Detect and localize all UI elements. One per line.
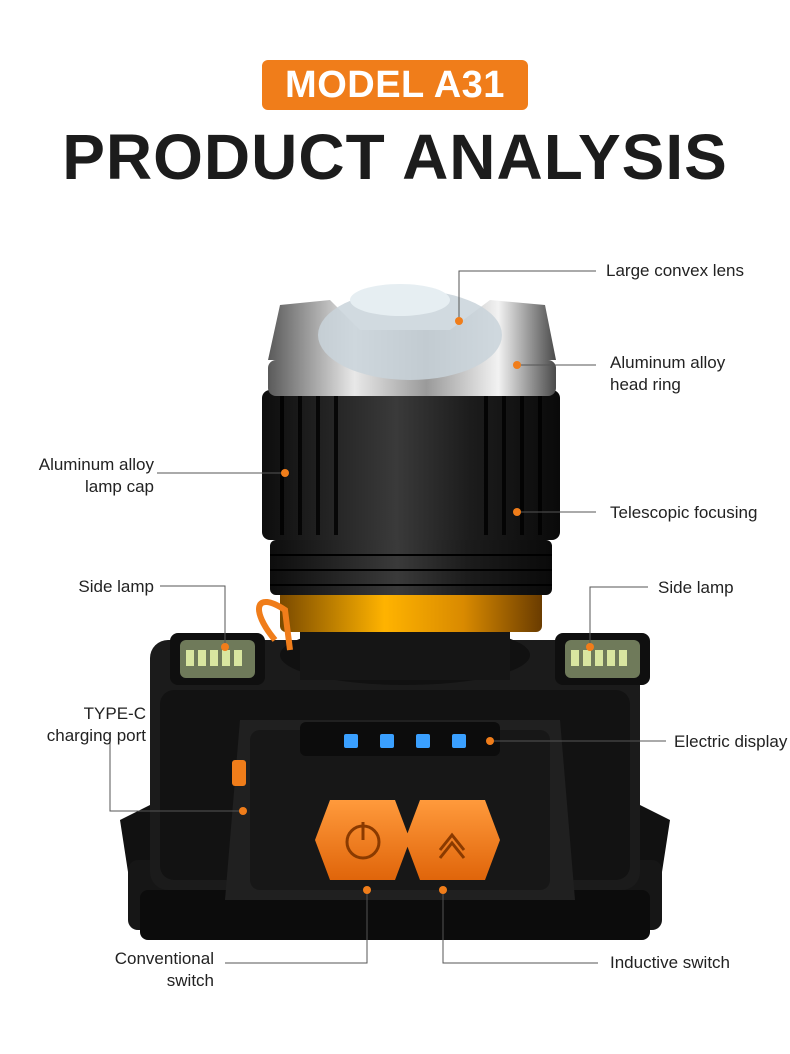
cable-art [256,599,293,651]
callout-conventional-switch: Conventional switch [80,948,214,992]
model-badge: MODEL A31 [262,60,528,110]
callout-type-c-port: TYPE-C charging port [20,703,146,747]
led-display [344,734,466,748]
callout-label: TYPE-C [83,704,146,723]
callout-label: head ring [610,375,681,394]
callout-label: Side lamp [658,578,734,597]
callout-label: Side lamp [78,577,154,596]
leader-dots [221,317,594,894]
callout-side-lamp-left: Side lamp [40,576,154,598]
callout-label: Inductive switch [610,953,730,972]
callout-label: Conventional [114,949,214,968]
callout-label: Aluminum alloy [38,455,154,474]
page-title: PRODUCT ANALYSIS [62,121,728,193]
callout-large-convex-lens: Large convex lens [606,260,744,282]
side-lamp-right-art [555,633,650,685]
callout-inductive-switch: Inductive switch [610,952,730,974]
model-badge-label: MODEL A31 [285,63,505,106]
front-box [225,720,575,900]
callout-side-lamp-right: Side lamp [658,577,734,599]
side-lamp-left-art [170,633,265,685]
callout-electric-display: Electric display [674,731,787,753]
switch-buttons [315,800,500,880]
callout-label: Large convex lens [606,261,744,280]
callout-label: charging port [46,726,146,745]
leader-lines [109,270,666,964]
callout-aluminum-lamp-cap: Aluminum alloy lamp cap [20,454,154,498]
callout-label: switch [166,971,214,990]
callout-label: lamp cap [85,477,154,496]
callout-label: Aluminum alloy [610,353,726,372]
callout-label: Electric display [674,732,788,751]
callout-label: Telescopic focusing [610,503,758,522]
lamp-head [262,284,560,685]
callout-aluminum-head-ring: Aluminum alloy head ring [610,352,725,396]
callout-telescopic-focusing: Telescopic focusing [610,502,757,524]
